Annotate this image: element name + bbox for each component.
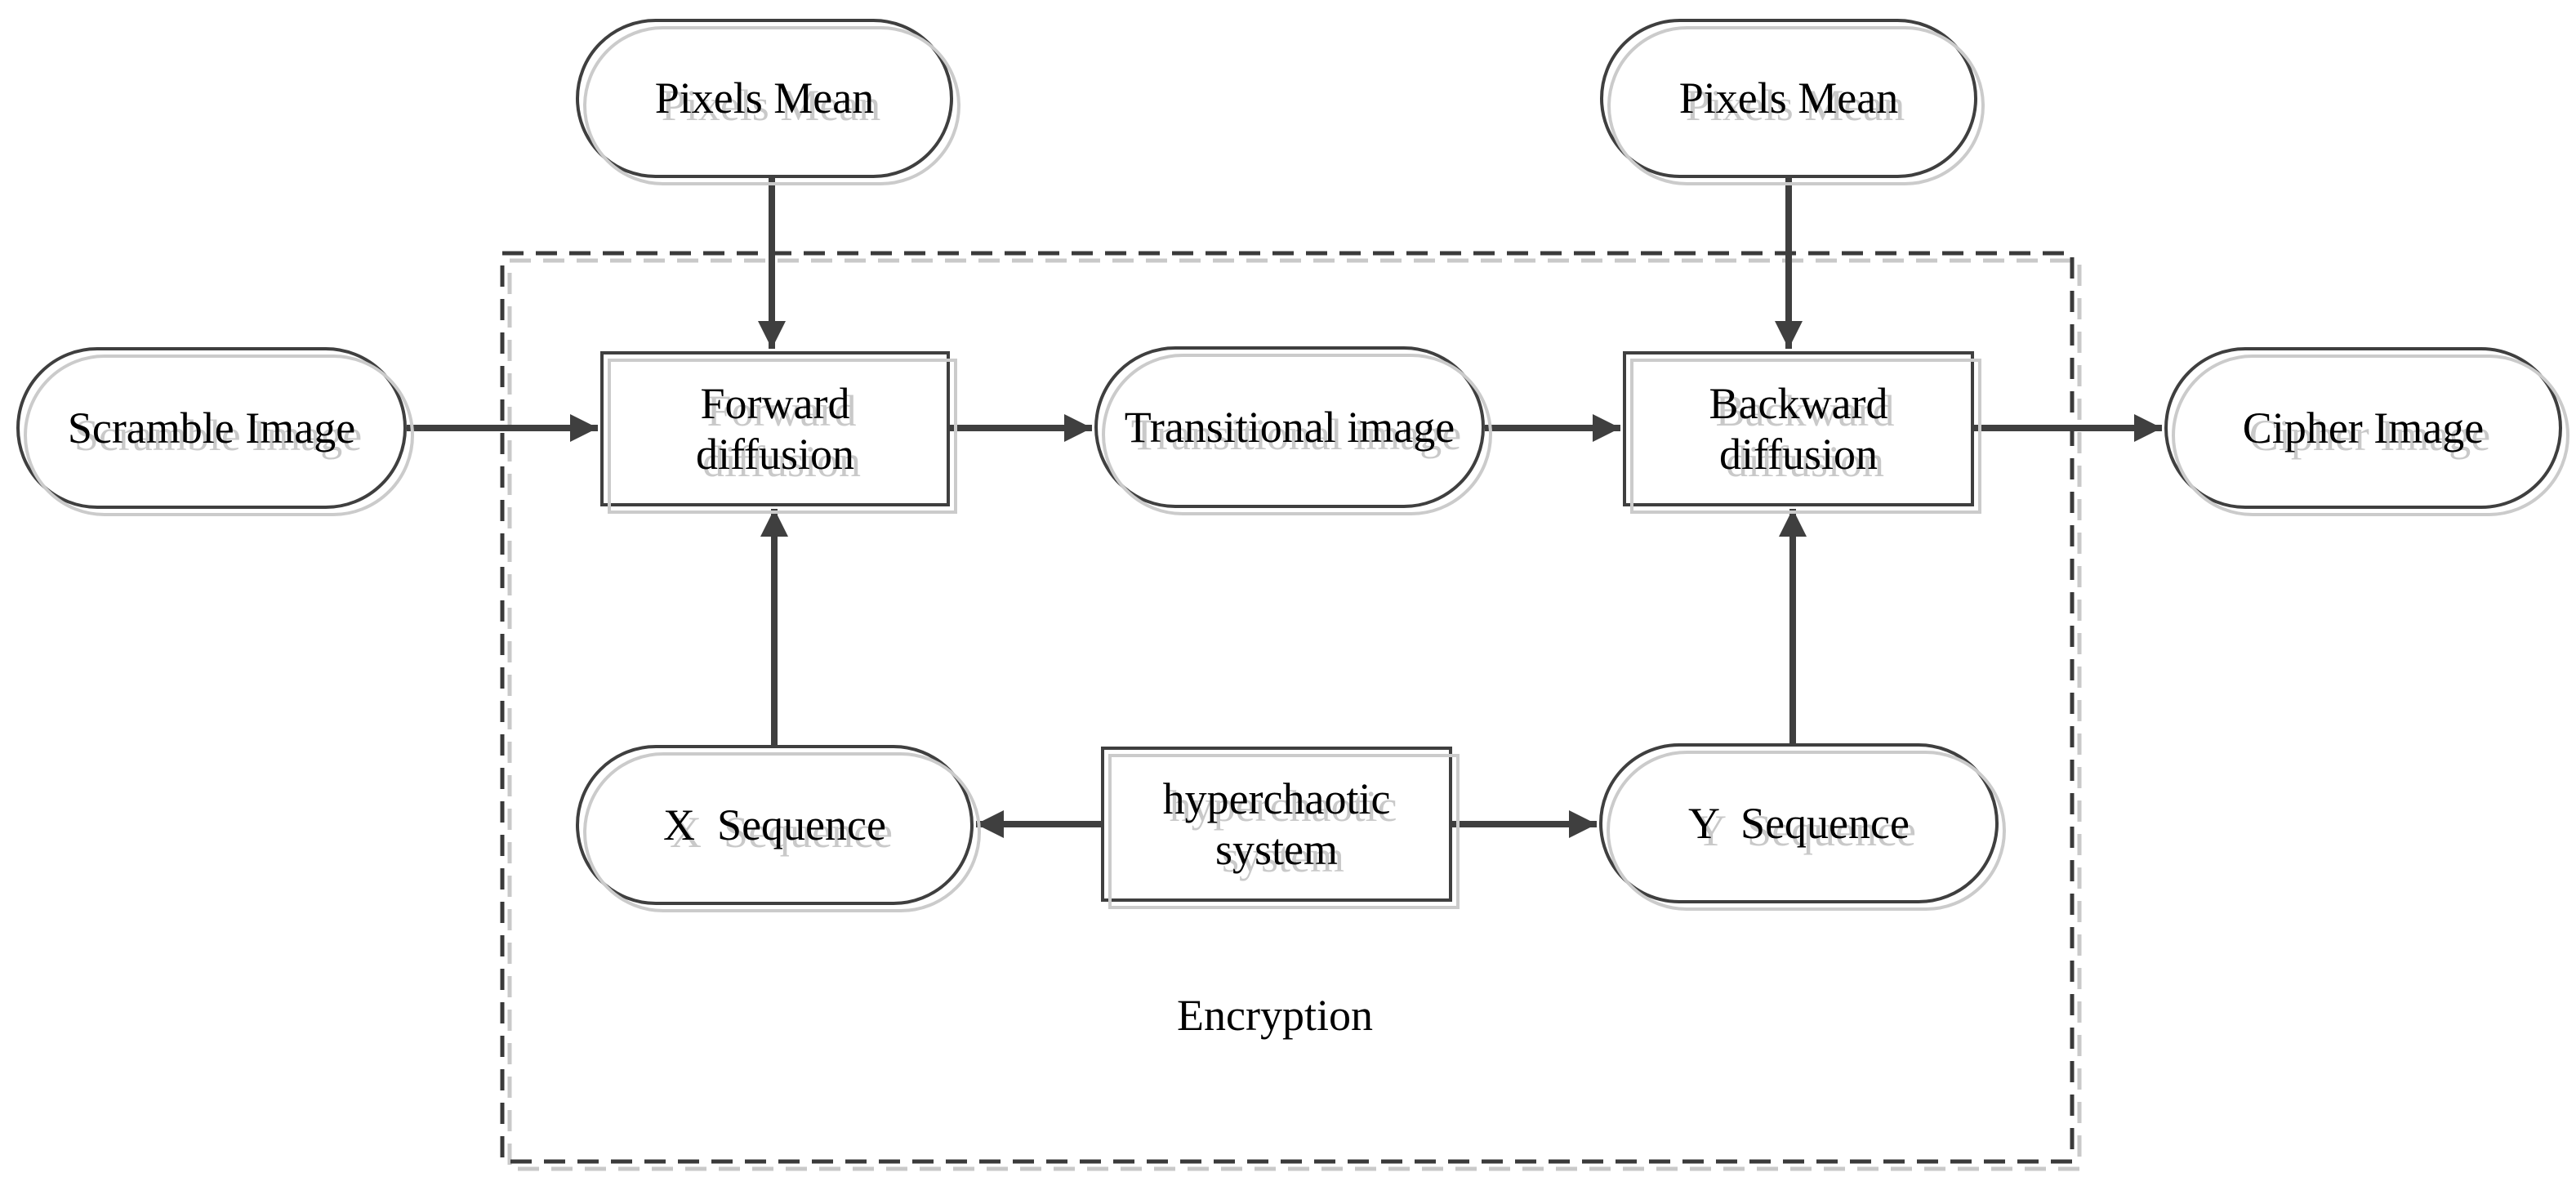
node-forward-diffusion: Forward diffusion bbox=[600, 351, 950, 506]
node-cipher-image: Cipher Image bbox=[2164, 347, 2562, 509]
node-x-sequence: X Sequence bbox=[576, 745, 974, 905]
node-pixels-mean-left-label: Pixels Mean bbox=[654, 74, 875, 123]
node-pixels-mean-left: Pixels Mean bbox=[576, 19, 953, 178]
node-forward-diffusion-label: Forward diffusion bbox=[695, 378, 854, 479]
node-transitional-image-label: Transitional image bbox=[1124, 402, 1455, 452]
encryption-group-caption: Encryption bbox=[1177, 991, 1373, 1040]
encryption-group-border bbox=[500, 251, 2075, 1164]
node-x-sequence-label: X Sequence bbox=[663, 800, 886, 849]
node-backward-diffusion-label: Backward diffusion bbox=[1709, 378, 1888, 479]
node-pixels-mean-right: Pixels Mean bbox=[1600, 19, 1977, 178]
node-y-sequence-label: Y Sequence bbox=[1688, 798, 1910, 848]
node-pixels-mean-right-label: Pixels Mean bbox=[1678, 74, 1899, 123]
node-scramble-image-label: Scramble Image bbox=[67, 403, 356, 453]
node-scramble-image: Scramble Image bbox=[16, 347, 407, 509]
node-hyperchaotic-system: hyperchaotic system bbox=[1101, 747, 1452, 902]
node-y-sequence: Y Sequence bbox=[1599, 743, 1999, 903]
node-backward-diffusion: Backward diffusion bbox=[1623, 351, 1974, 506]
encryption-group-shadow bbox=[507, 258, 2082, 1171]
node-cipher-image-label: Cipher Image bbox=[2242, 403, 2485, 453]
node-hyperchaotic-system-label: hyperchaotic system bbox=[1162, 774, 1391, 874]
node-transitional-image: Transitional image bbox=[1094, 346, 1485, 508]
